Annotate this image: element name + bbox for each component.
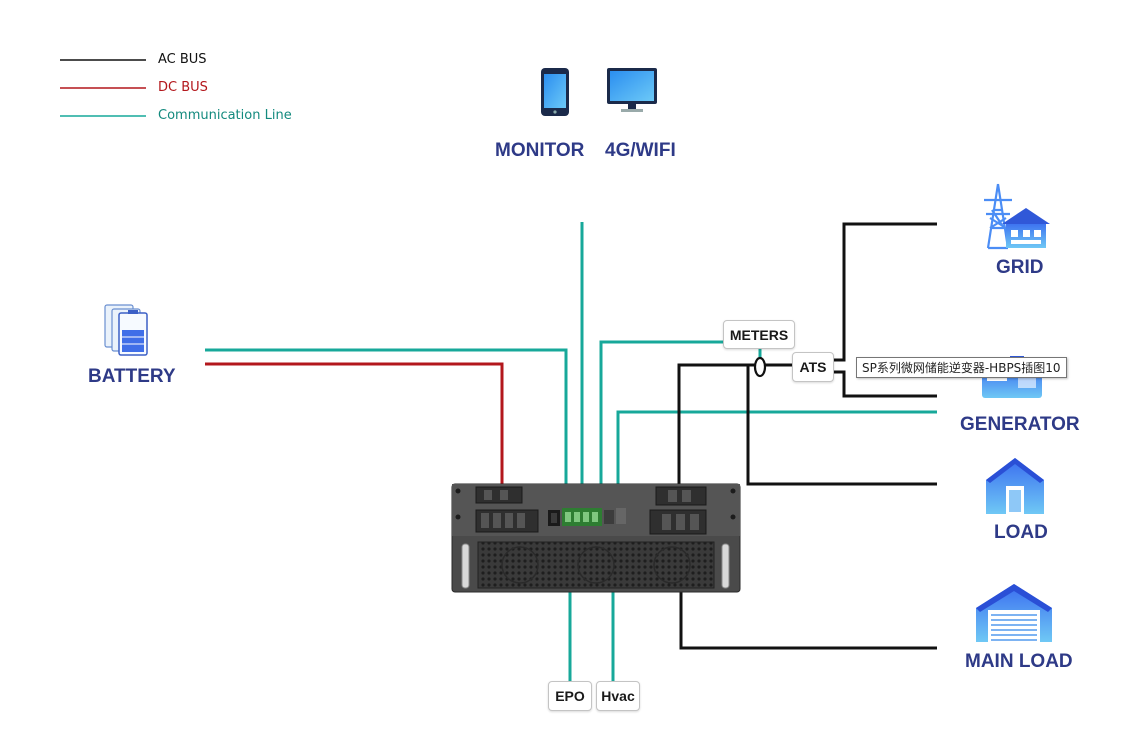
ac-line-generator (833, 370, 937, 398)
desktop-monitor-icon (607, 68, 657, 112)
battery-label: BATTERY (88, 366, 176, 387)
meters-tag: METERS (723, 320, 795, 349)
legend-label-ac-bus: AC BUS (158, 52, 207, 67)
load-label: LOAD (994, 522, 1048, 543)
dc-bus-line (205, 362, 504, 485)
legend-label-dc-bus: DC BUS (158, 80, 208, 95)
garage-icon (976, 584, 1052, 642)
comm-line-generator (616, 410, 937, 485)
monitor-label: MONITOR (495, 140, 585, 161)
wifi-label: 4G/WIFI (605, 140, 676, 161)
battery-icon (104, 304, 148, 356)
hvac-tag: Hvac (596, 681, 640, 711)
comm-line-battery (205, 348, 568, 485)
rack-inverter-icon (451, 483, 741, 593)
communication-lines (205, 222, 937, 682)
legend-lines (60, 59, 146, 117)
ac-line-grid (833, 222, 937, 362)
grid-label: GRID (996, 257, 1044, 278)
house-door-icon (986, 458, 1044, 514)
image-tooltip: SP系列微网储能逆变器-HBPS插图10 (856, 357, 1067, 378)
current-transformer-ring (753, 356, 767, 378)
ac-line-load (746, 365, 937, 486)
power-tower-house-icon (984, 183, 1050, 250)
main-load-label: MAIN LOAD (965, 651, 1073, 672)
comm-line-meters (599, 340, 724, 485)
smartphone-icon (541, 68, 569, 116)
ac-line-inverter-ats (677, 363, 794, 485)
ats-tag: ATS (792, 352, 834, 382)
legend-label-communication: Communication Line (158, 108, 292, 123)
epo-tag: EPO (548, 681, 592, 711)
generator-label: GENERATOR (960, 414, 1080, 435)
